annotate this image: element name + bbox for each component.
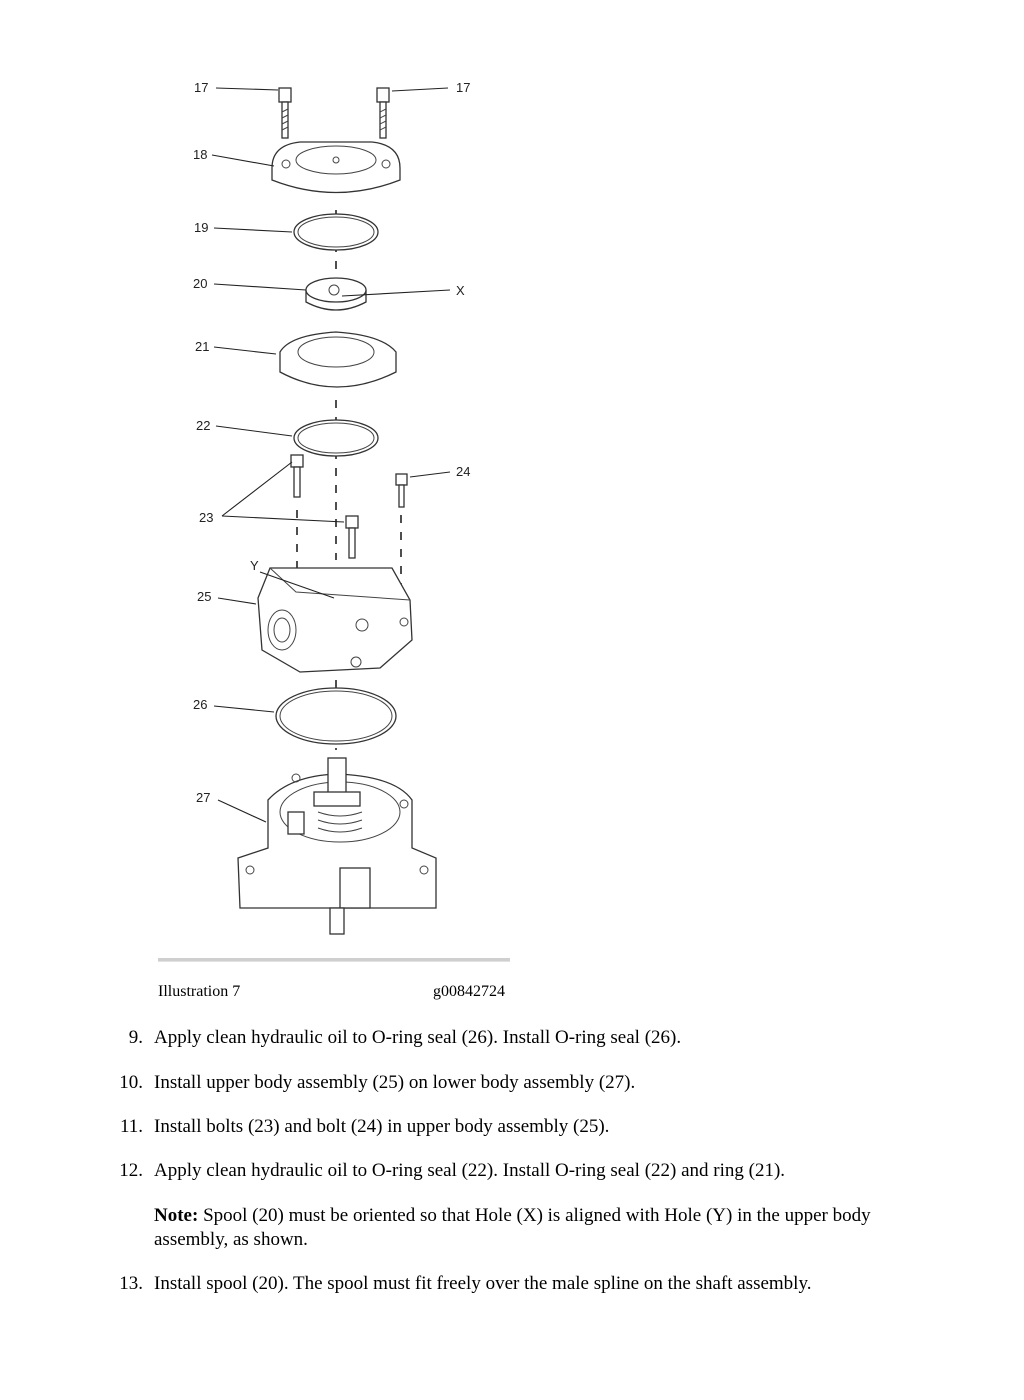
bolt-17-right — [376, 87, 390, 139]
spool-20 — [305, 277, 367, 311]
callout-24: 24 — [456, 464, 470, 479]
callout-26: 26 — [193, 697, 207, 712]
step-text: Apply clean hydraulic oil to O-ring seal… — [154, 1027, 682, 1048]
note-label: Note: — [154, 1205, 199, 1226]
illustration-caption: Illustration 7 — [158, 983, 241, 1000]
callout-x: X — [456, 283, 465, 298]
note-block: Note: Spool (20) must be oriented so tha… — [154, 1204, 914, 1252]
step-number: 9. — [128, 1027, 143, 1048]
note-text: Spool (20) must be oriented so that Hole… — [154, 1205, 871, 1250]
caption-divider — [158, 958, 510, 962]
bolt-23-left — [290, 454, 304, 580]
callout-17-right: 17 — [456, 80, 470, 95]
o-ring-22 — [293, 419, 379, 457]
callout-17-left: 17 — [194, 80, 208, 95]
step-number: 11. — [119, 1116, 143, 1137]
ring-21 — [279, 331, 397, 388]
illustration-id: g00842724 — [433, 983, 505, 1000]
step-number: 13. — [119, 1273, 143, 1294]
o-ring-26 — [275, 687, 397, 745]
o-ring-19 — [293, 213, 379, 251]
step-text: Install bolts (23) and bolt (24) in uppe… — [154, 1116, 610, 1137]
step-text: Install spool (20). The spool must fit f… — [154, 1273, 812, 1294]
callout-25: 25 — [197, 589, 211, 604]
step-number: 10. — [119, 1072, 143, 1093]
end-cover-18 — [271, 141, 401, 194]
step-number: 12. — [119, 1160, 143, 1181]
callout-21: 21 — [195, 339, 209, 354]
callout-20: 20 — [193, 276, 207, 291]
leader-lines — [211, 87, 451, 823]
bolt-23-right — [345, 515, 359, 559]
bolt-17-left — [278, 87, 292, 139]
callout-y: Y — [250, 558, 259, 573]
upper-body-assembly-25 — [257, 567, 413, 673]
callout-19: 19 — [194, 220, 208, 235]
callout-27: 27 — [196, 790, 210, 805]
exploded-view-illustration: 17 17 18 19 20 X 21 22 24 23 Y 25 26 27 — [193, 80, 470, 935]
step-text: Apply clean hydraulic oil to O-ring seal… — [154, 1160, 786, 1181]
step-text: Install upper body assembly (25) on lowe… — [154, 1072, 636, 1093]
callout-18: 18 — [193, 147, 207, 162]
lower-body-assembly-27 — [237, 757, 437, 935]
callout-23: 23 — [199, 510, 213, 525]
callout-22: 22 — [196, 418, 210, 433]
